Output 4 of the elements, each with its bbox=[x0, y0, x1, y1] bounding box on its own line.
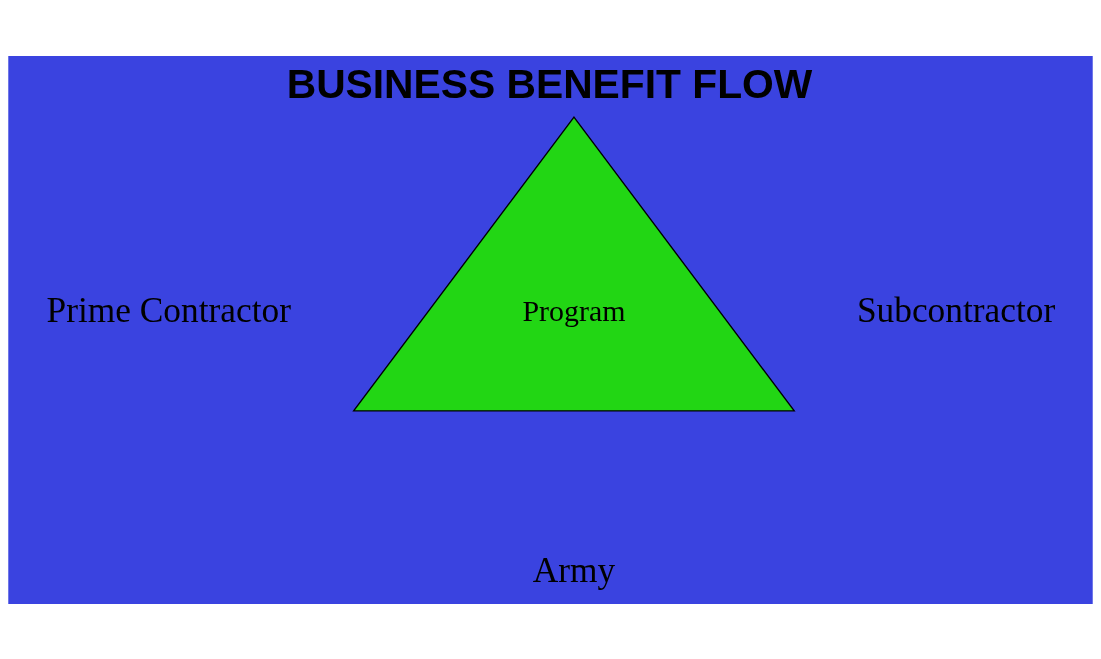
diagram-title: BUSINESS BENEFIT FLOW bbox=[286, 60, 813, 107]
label: Subcontractor bbox=[856, 289, 1056, 330]
label: Army bbox=[532, 549, 616, 590]
label: Prime Contractor bbox=[46, 289, 291, 330]
